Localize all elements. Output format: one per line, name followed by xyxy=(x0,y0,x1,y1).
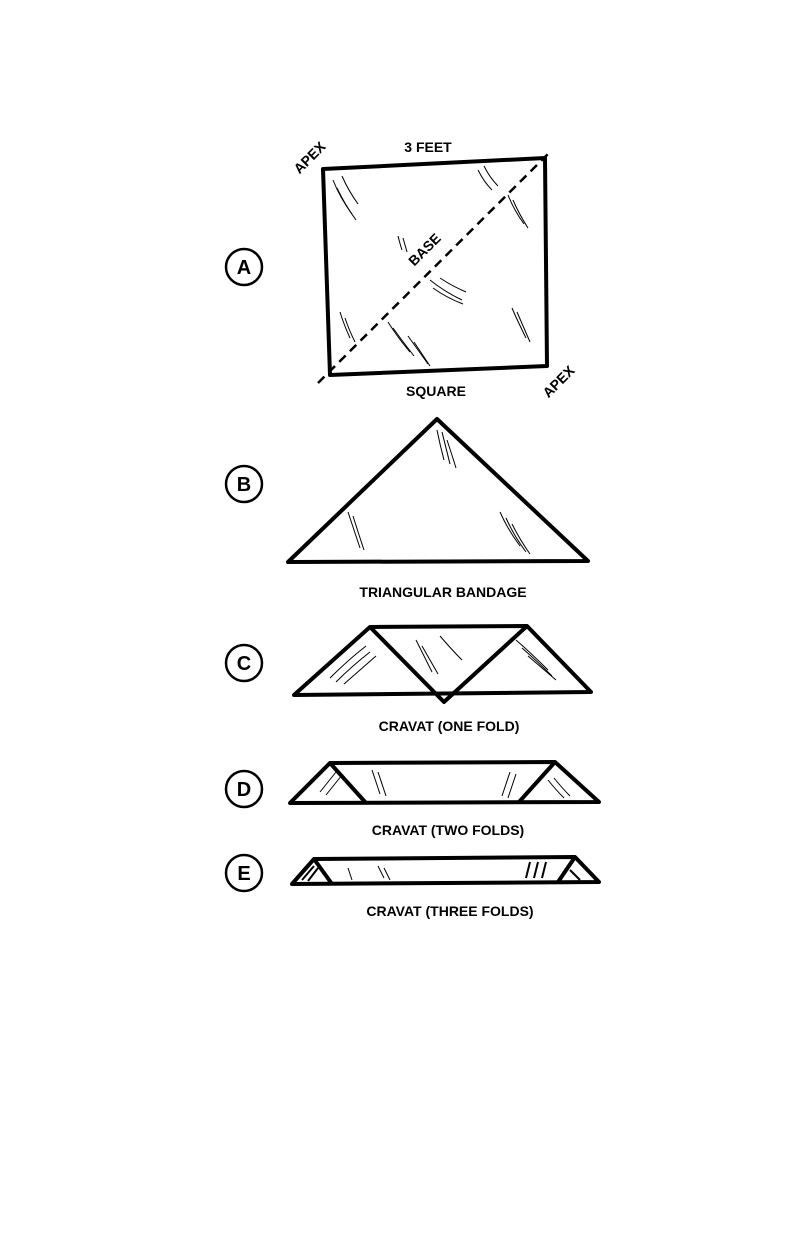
panel-b-letter: B xyxy=(237,474,251,496)
panel-e-caption: CRAVAT (THREE FOLDS) xyxy=(366,903,533,919)
panel-d: D CRAVAT (TWO FOLDS) xyxy=(224,760,601,838)
cravat-three-folds xyxy=(290,855,601,886)
panel-a: A 3 FEET APEX APEX BASE SQUARE xyxy=(224,138,578,401)
panel-b: B TRIANGULAR BANDAGE xyxy=(224,417,590,600)
square-cloth xyxy=(321,156,549,377)
panel-c-marker xyxy=(224,643,264,683)
panel-d-marker xyxy=(224,769,264,809)
cravat-two-folds-left-crease xyxy=(328,761,368,805)
cravat-one-fold xyxy=(292,624,593,697)
cravat-three-folds-right-crease xyxy=(556,855,577,884)
panel-e-marker xyxy=(224,853,264,893)
base-fold-line xyxy=(317,150,552,384)
panel-d-caption: CRAVAT (TWO FOLDS) xyxy=(372,822,524,838)
cravat-three-folds-shading xyxy=(301,861,581,882)
panel-c-caption: CRAVAT (ONE FOLD) xyxy=(379,718,520,734)
cravat-three-folds-left-crease xyxy=(312,857,334,886)
panel-a-caption: SQUARE xyxy=(406,383,466,399)
cravat-one-fold-shading xyxy=(329,635,557,685)
panel-b-caption: TRIANGULAR BANDAGE xyxy=(359,584,526,600)
panel-b-marker xyxy=(224,464,264,504)
panel-e-letter: E xyxy=(237,863,250,885)
panel-c-letter: C xyxy=(237,653,251,675)
panel-d-letter: D xyxy=(237,779,251,801)
panel-a-letter: A xyxy=(237,257,251,279)
panel-e: E CRAVAT (THREE FOLDS) xyxy=(224,853,601,919)
panel-a-marker xyxy=(224,247,264,287)
triangle-shading xyxy=(347,429,531,555)
triangular-bandage xyxy=(286,417,590,564)
panel-c: C CRAVAT (ONE FOLD) xyxy=(224,624,593,734)
cravat-two-folds-right-crease xyxy=(517,760,557,804)
square-shading xyxy=(332,165,531,367)
dimension-label: 3 FEET xyxy=(404,139,452,155)
cravat-two-folds-shading xyxy=(319,769,571,799)
cravat-one-fold-crease xyxy=(368,624,529,704)
